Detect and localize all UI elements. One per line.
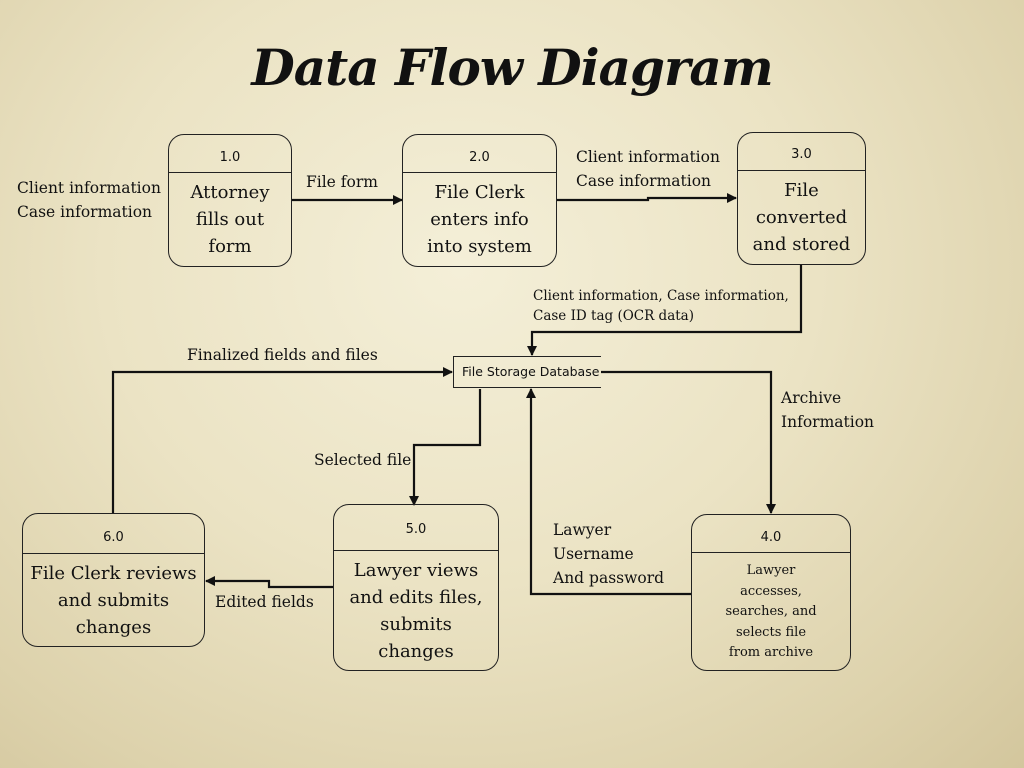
process-6-name: File Clerk reviews and submits changes [30, 563, 197, 638]
flow-label-input-to-1: Client information Case information [17, 179, 161, 221]
process-6-id: 6.0 [23, 514, 204, 554]
flow-3-to-db-arrow [527, 265, 803, 356]
process-2-name: File Clerk enters info into system [427, 182, 532, 257]
flow-5-to-6-arrow [205, 576, 333, 589]
process-3-id: 3.0 [738, 133, 865, 171]
flow-label-1-to-2: File form [306, 173, 378, 191]
process-5-name: Lawyer views and edits files, submits ch… [349, 560, 483, 662]
flow-6-to-db-arrow [111, 367, 453, 513]
process-1: 1.0 Attorney fills out form [168, 134, 292, 267]
process-5: 5.0 Lawyer views and edits files, submit… [333, 504, 499, 671]
flow-label-6-to-db: Finalized fields and files [187, 346, 378, 364]
flow-label-4-to-db: Lawyer Username And password [553, 521, 665, 587]
process-3: 3.0 File converted and stored [737, 132, 866, 265]
flow-label-2-to-3: Client information Case information [576, 148, 720, 190]
process-4-name: Lawyer accesses, searches, and selects f… [725, 563, 817, 660]
diagram-title: Data Flow Diagram [251, 38, 773, 97]
flow-2-to-3-arrow [557, 193, 737, 203]
flow-4-to-db-arrow [526, 388, 691, 596]
process-6: 6.0 File Clerk reviews and submits chang… [22, 513, 205, 647]
process-3-name: File converted and stored [752, 180, 851, 255]
process-1-name: Attorney fills out form [190, 182, 270, 257]
process-5-id: 5.0 [334, 505, 498, 551]
flow-db-to-5-arrow [409, 389, 482, 506]
flow-db-to-4-arrow [601, 370, 776, 514]
process-1-id: 1.0 [169, 135, 291, 173]
flow-label-db-to-5: Selected file [314, 451, 412, 469]
flow-label-5-to-6: Edited fields [215, 593, 314, 611]
flow-label-db-to-4: Archive Information [781, 389, 875, 431]
process-2-id: 2.0 [403, 135, 556, 173]
process-2: 2.0 File Clerk enters info into system [402, 134, 557, 267]
flow-label-3-to-db: Client information, Case information, Ca… [533, 288, 789, 324]
process-4: 4.0 Lawyer accesses, searches, and selec… [691, 514, 851, 671]
process-4-id: 4.0 [692, 515, 850, 553]
file-storage-database: File Storage Database [453, 356, 601, 388]
